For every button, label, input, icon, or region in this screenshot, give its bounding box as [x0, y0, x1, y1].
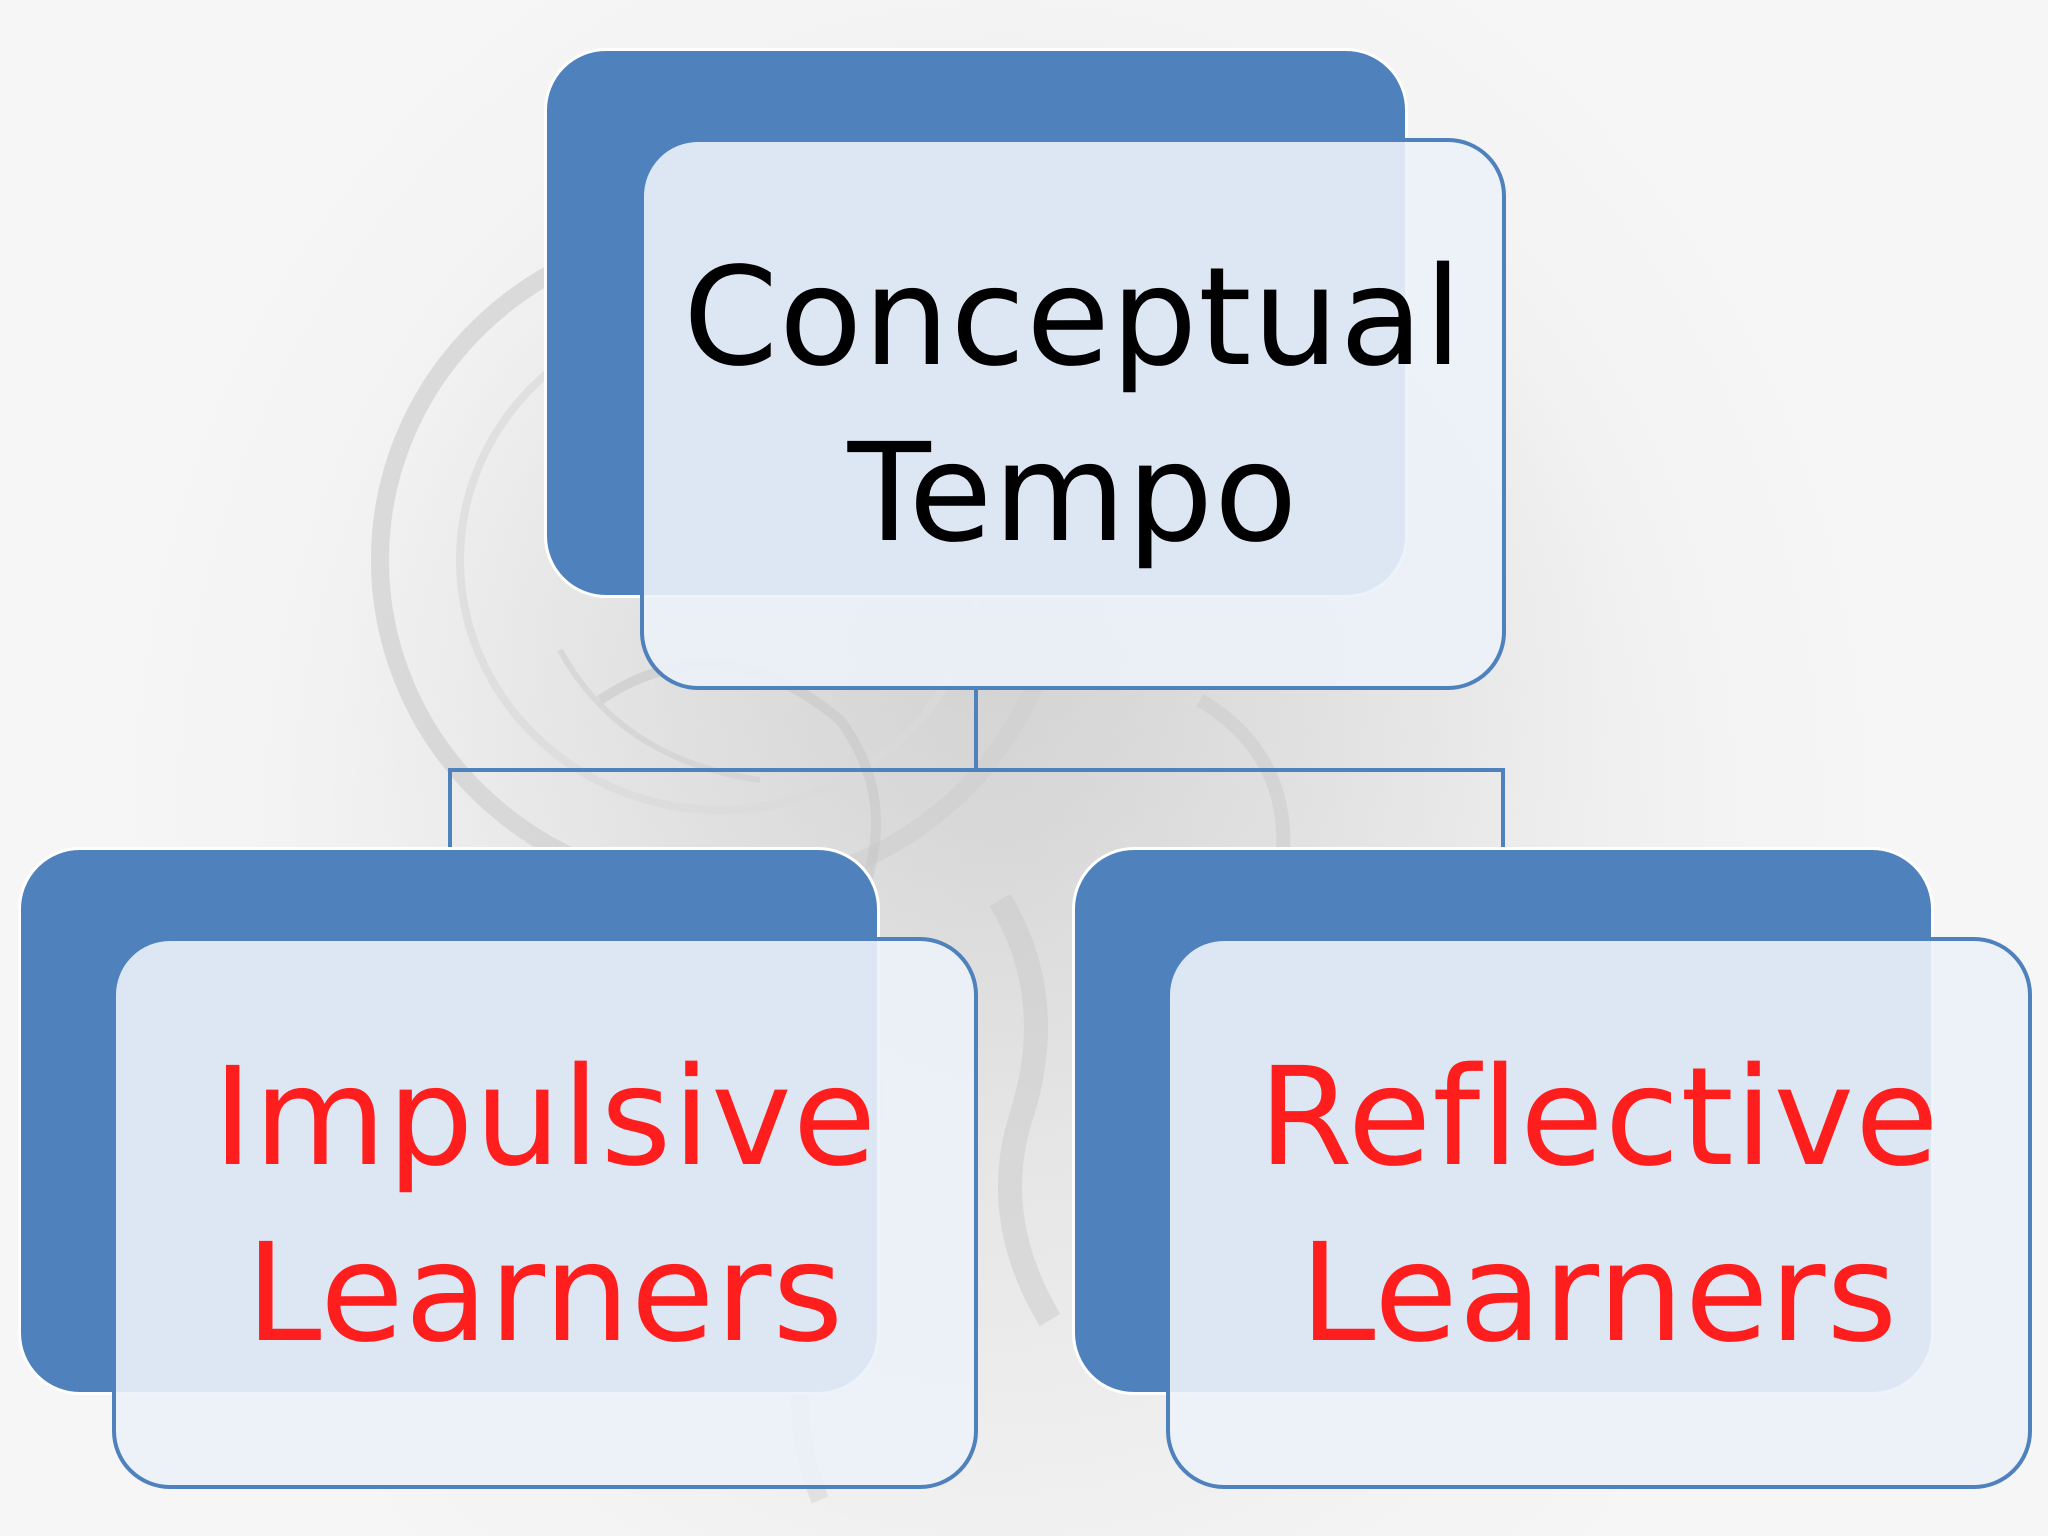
root-node-front-panel	[640, 138, 1506, 690]
left-node-label: Impulsive Learners	[212, 1039, 878, 1373]
right-node-label: Reflective Learners	[1258, 1039, 1940, 1373]
root-node-label: Conceptual Tempo	[683, 239, 1463, 573]
right-node-front-panel	[1166, 937, 2032, 1489]
left-node-front-panel	[112, 937, 978, 1489]
